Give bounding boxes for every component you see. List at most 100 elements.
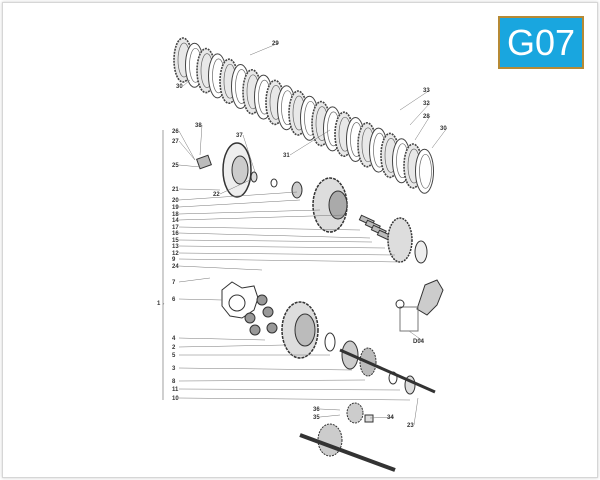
lower-shaft (299, 433, 396, 472)
callout-6: 6 (172, 297, 176, 303)
washer-5 (324, 332, 336, 352)
leader-line-11 (178, 388, 401, 391)
callout-17: 17 (172, 225, 179, 231)
callout-32: 32 (423, 101, 430, 107)
leader-line-6 (178, 298, 223, 301)
callout-15: 15 (172, 238, 179, 244)
clutch-disc (415, 148, 434, 194)
leader-line-28 (414, 115, 431, 141)
clutch-disc-inner (419, 153, 432, 189)
callout-8: 8 (172, 379, 176, 385)
callout-30: 30 (176, 84, 183, 90)
damper-rubber (249, 324, 261, 336)
spring (196, 154, 212, 170)
leader-line-20 (178, 191, 298, 201)
leader-line-33 (399, 89, 431, 111)
leader-line-23 (413, 397, 419, 426)
d04-box (399, 306, 419, 332)
callout-2: 2 (172, 345, 176, 351)
callout-25: 25 (172, 163, 179, 169)
leader-line-34 (369, 416, 395, 419)
bearing-20 (291, 181, 303, 199)
callout-24: 24 (172, 264, 179, 270)
leader-line-13 (178, 245, 386, 249)
ring (270, 178, 278, 188)
damper-rubber (266, 322, 278, 334)
leader-line-38 (199, 124, 203, 156)
leader-line-10 (178, 397, 411, 401)
callout-14: 14 (172, 218, 179, 224)
callout-37: 37 (236, 133, 243, 139)
leader-line-2 (178, 344, 286, 348)
callout-13: 13 (172, 244, 179, 250)
callout-11: 11 (172, 387, 179, 393)
callout-10: 10 (172, 396, 179, 402)
leader-line-3 (178, 367, 353, 371)
callout-19: 19 (172, 205, 179, 211)
callout-labels: 2930333228303837262725212231201918141716… (157, 41, 447, 429)
clutch-basket-hub (294, 313, 316, 347)
leader-line-7 (178, 277, 211, 283)
leader-line-35 (319, 414, 341, 418)
leader-line-27 (178, 140, 196, 161)
leader-line-4 (178, 337, 266, 341)
callout-29: 29 (272, 41, 279, 47)
damper-plate-hole (228, 294, 246, 312)
callout-18: 18 (172, 212, 179, 218)
callout-4: 4 (172, 336, 176, 342)
leader-line-30 (182, 79, 191, 87)
callout-D04: D04 (413, 339, 425, 345)
leader-line-24 (178, 265, 263, 271)
o-ring (395, 299, 405, 309)
leader-line-D04 (408, 330, 424, 342)
bearing (250, 171, 258, 183)
leader-line-18 (178, 209, 321, 215)
damper-rubber (256, 294, 268, 306)
callout-36: 36 (313, 407, 320, 413)
pressure-plate-hub (231, 155, 249, 185)
gear-34 (346, 402, 364, 424)
parts-drawing (173, 37, 444, 472)
leader-line-31 (289, 129, 331, 156)
leader-line-21 (178, 188, 221, 191)
shaft-23 (339, 348, 436, 394)
callout-35: 35 (313, 415, 320, 421)
leader-line-8 (178, 379, 366, 382)
leader-line-36 (319, 408, 341, 411)
callout-21: 21 (172, 187, 179, 193)
leader-lines (162, 42, 448, 426)
leader-line-37 (242, 134, 256, 173)
leader-line-1 (162, 302, 165, 306)
callout-27: 27 (172, 139, 179, 145)
callout-3: 3 (172, 366, 176, 372)
kickstart-lever (416, 279, 444, 316)
callout-38: 38 (195, 123, 202, 129)
leader-line-14 (178, 214, 346, 221)
damper-rubber (262, 306, 274, 318)
washer (414, 240, 428, 264)
leader-line-32 (409, 102, 431, 126)
callout-20: 20 (172, 198, 179, 204)
callout-31: 31 (283, 153, 290, 159)
callout-28: 28 (423, 114, 430, 120)
callout-9: 9 (172, 257, 176, 263)
callout-16: 16 (172, 231, 179, 237)
leader-line-26 (178, 130, 196, 161)
callout-12: 12 (172, 251, 179, 257)
callout-1: 1 (157, 301, 161, 307)
callout-30: 30 (440, 126, 447, 132)
callout-23: 23 (407, 423, 414, 429)
leader-line-12 (178, 252, 396, 256)
bushing-34 (364, 414, 374, 423)
diagram-code-badge: G07 (498, 16, 584, 69)
leader-line-15 (178, 239, 373, 243)
clutch-hub-center (328, 190, 348, 220)
leader-line-29 (249, 42, 280, 56)
leader-line-22 (219, 179, 251, 195)
callout-26: 26 (172, 129, 179, 135)
leader-line-30 (431, 127, 448, 149)
primary-gear (387, 217, 413, 263)
leader-line-25 (178, 164, 201, 168)
callout-7: 7 (172, 280, 176, 286)
